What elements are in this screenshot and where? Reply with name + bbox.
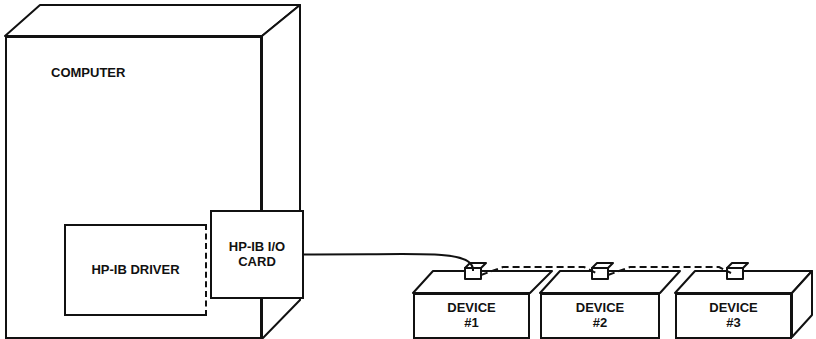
- device-box: DEVICE #1: [413, 293, 530, 339]
- computer-top-face: [5, 5, 300, 36]
- connector-block: [465, 263, 748, 279]
- node-label: HP-IB I/O CARD: [217, 240, 297, 270]
- driver-box: HP-IB DRIVER: [64, 224, 207, 316]
- node-label: COMPUTER: [51, 66, 125, 81]
- node-label: DEVICE #1: [442, 301, 502, 331]
- cable: [608, 267, 731, 275]
- device-box: DEVICE #3: [675, 293, 792, 339]
- node-label: DEVICE #3: [704, 301, 764, 331]
- device-box: DEVICE #2: [540, 293, 660, 339]
- node-label: DEVICE #2: [570, 301, 630, 331]
- node-label: HP-IB DRIVER: [91, 263, 179, 278]
- cable: [304, 254, 473, 271]
- cable: [481, 267, 596, 275]
- io-card-box: HP-IB I/O CARD: [210, 210, 304, 299]
- computer-box: COMPUTERHP-IB DRIVERHP-IB I/O CARD: [5, 36, 262, 339]
- device-side-face: [792, 271, 812, 337]
